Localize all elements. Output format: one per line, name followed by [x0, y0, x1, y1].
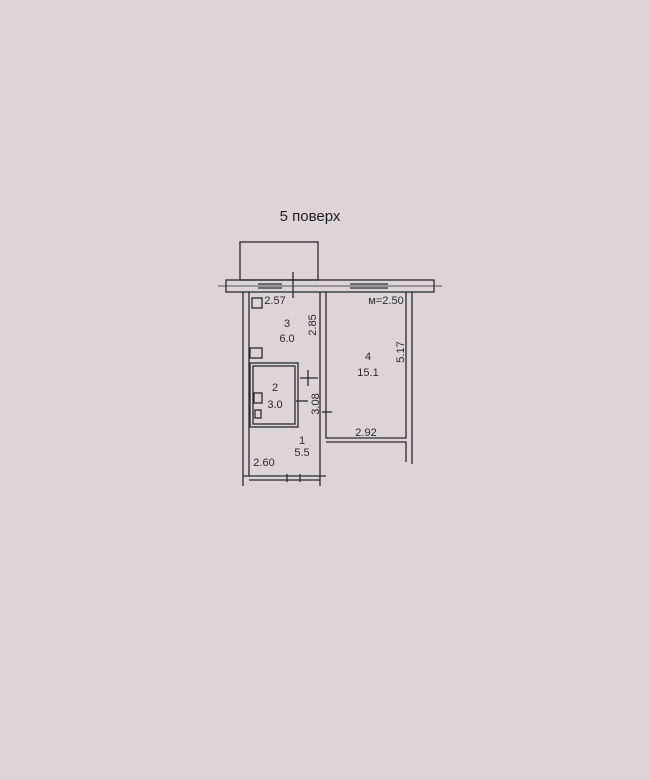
balcony [239, 241, 319, 281]
room-4-area: 15.1 [357, 367, 378, 379]
room-2-area: 3.0 [267, 399, 282, 411]
walls [218, 241, 442, 486]
room-1-number: 1 [299, 435, 305, 447]
dim-kitchen-length: 2.85 [307, 314, 319, 335]
floor-title: 5 поверх [280, 208, 341, 225]
room-1-area: 5.5 [294, 447, 309, 459]
room-3-area: 6.0 [279, 333, 294, 345]
room-3-number: 3 [284, 318, 290, 330]
washbasin-icon [253, 392, 263, 404]
stove-icon [251, 297, 263, 309]
dim-hall-length: 3.08 [310, 393, 322, 414]
room-2-number: 2 [272, 382, 278, 394]
sink-icon [249, 347, 263, 359]
dim-room-width: 2.92 [355, 427, 376, 439]
toilet-icon [254, 409, 262, 419]
dim-kitchen-width: 2.57 [264, 295, 285, 307]
ceiling-height: м=2.50 [368, 295, 403, 307]
dim-room-length: 5.17 [395, 341, 407, 362]
room-4-number: 4 [365, 351, 371, 363]
dim-hall-width: 2.60 [253, 457, 274, 469]
